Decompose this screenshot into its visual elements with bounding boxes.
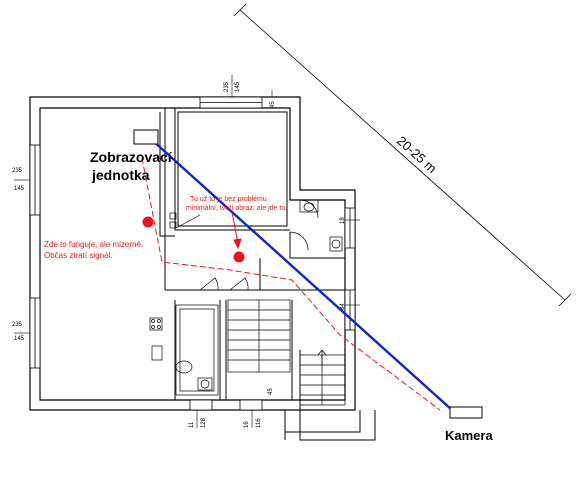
note-arrow [231,211,242,250]
note-right-line2: minimální, tvoří obraz, ale jde to. [186,205,287,212]
dim-left-d: 145 [14,336,25,342]
signal-line [151,139,453,411]
note-left-line2: Občas ztratí signál. [44,251,112,260]
marker-left [142,216,154,228]
dim-bottom-c: 16 [244,421,250,428]
dim-top-a: 235 [224,81,230,92]
dimension-lines [14,75,360,428]
dim-left-c: 235 [12,322,23,328]
door-swings [175,199,319,291]
outer-walls [29,96,356,411]
distance-label: 20-25 m [394,133,440,176]
staircase-right [299,349,346,406]
display-unit-label-line1: Zobrazovací [90,149,173,165]
note-left-line1: Zde to funguje, ale mizerně. [44,240,143,249]
dim-right-b: 84 [340,303,346,310]
dim-top-c: 45 [270,101,276,108]
dimension-texts: 235 145 45 235 145 235 145 18 84 11 128 … [12,81,346,428]
camera-label: Kamera [445,428,493,443]
display-unit-box [133,129,159,145]
dim-bottom-d: 116 [256,418,262,428]
dim-bottom-e: 45 [268,388,274,395]
note-right-line1: Tu už to je bez problému [190,196,267,203]
dim-right-a: 18 [340,217,346,224]
staircase-left [227,299,291,373]
dim-bottom-b: 128 [201,417,207,428]
dim-left-b: 145 [14,186,25,192]
interior-walls [159,108,376,441]
dim-top-b: 145 [235,81,241,92]
dim-left-a: 235 [12,168,23,174]
dim-bottom-a: 11 [189,421,195,428]
fixtures [149,199,343,396]
signal-path-dashed [141,157,441,411]
marker-right [233,251,245,263]
camera-box [449,406,483,419]
display-unit-label-line2: jednotka [91,167,150,183]
distance-measure [233,3,572,307]
